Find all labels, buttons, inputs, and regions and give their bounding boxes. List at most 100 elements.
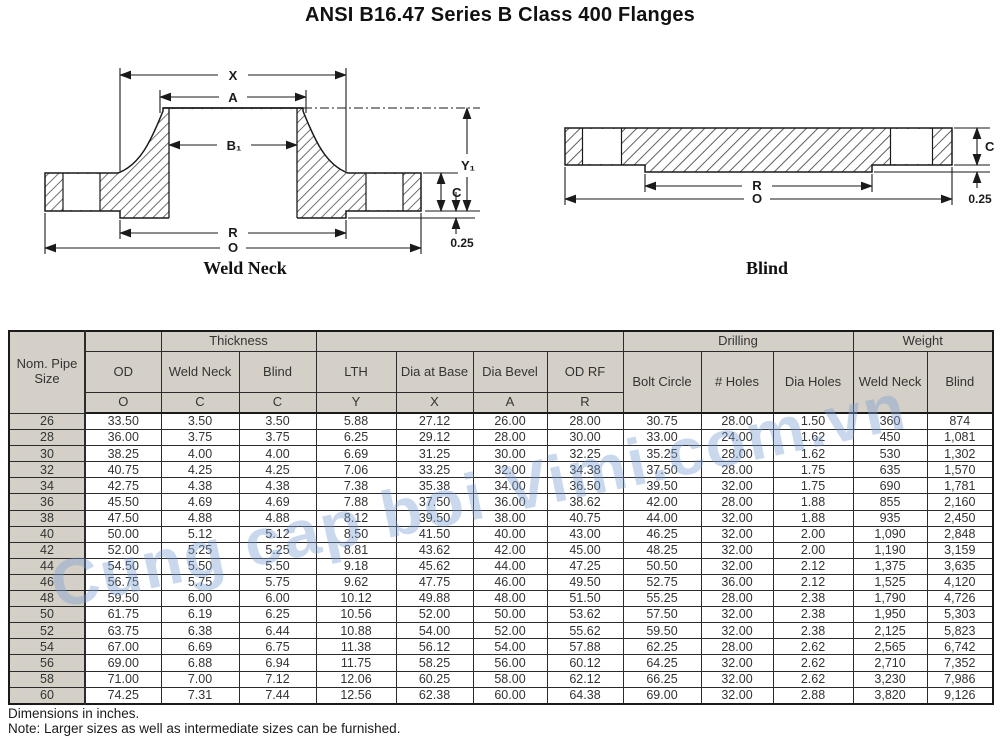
data-cell: 30.75 bbox=[622, 412, 702, 431]
data-cell: 54.50 bbox=[84, 557, 162, 575]
row-header-cell: 38 bbox=[8, 509, 86, 527]
data-cell: 5.50 bbox=[160, 557, 240, 575]
data-cell: 30.00 bbox=[546, 429, 624, 447]
data-cell: 33.00 bbox=[622, 429, 702, 447]
data-cell: 32.00 bbox=[700, 654, 774, 672]
data-cell: 46.00 bbox=[472, 573, 548, 592]
data-cell: 54.00 bbox=[395, 622, 474, 640]
data-cell: 57.88 bbox=[546, 638, 624, 656]
data-cell: 2,450 bbox=[926, 509, 994, 527]
data-cell: 37.50 bbox=[395, 493, 474, 511]
data-cell: 2.00 bbox=[772, 525, 854, 543]
data-cell: 4.25 bbox=[238, 461, 317, 479]
col-header-num-holes: # Holes bbox=[700, 351, 774, 414]
data-cell: 34.00 bbox=[472, 477, 548, 495]
data-cell: 28.00 bbox=[700, 445, 774, 463]
data-cell: 27.12 bbox=[395, 412, 474, 431]
data-cell: 39.50 bbox=[395, 509, 474, 527]
symbol-y: Y bbox=[315, 392, 397, 414]
data-cell: 33.50 bbox=[84, 412, 162, 431]
dim-label-y1: Y₁ bbox=[461, 158, 475, 173]
data-cell: 64.38 bbox=[546, 686, 624, 705]
data-cell: 2,848 bbox=[926, 525, 994, 543]
data-cell: 52.75 bbox=[622, 573, 702, 592]
data-cell: 5.88 bbox=[315, 412, 397, 431]
data-cell: 6.75 bbox=[238, 638, 317, 656]
data-cell: 48.00 bbox=[472, 590, 548, 608]
data-cell: 4.25 bbox=[160, 461, 240, 479]
data-cell: 4.69 bbox=[238, 493, 317, 511]
data-cell: 56.12 bbox=[395, 638, 474, 656]
data-cell: 5.25 bbox=[160, 541, 240, 559]
col-header-bolt-circle: Bolt Circle bbox=[622, 351, 702, 414]
footer-sizes-note: Note: Larger sizes as well as intermedia… bbox=[8, 721, 401, 736]
data-cell: 37.50 bbox=[622, 461, 702, 479]
data-cell: 3,635 bbox=[926, 557, 994, 575]
data-cell: 38.00 bbox=[472, 509, 548, 527]
data-cell: 32.25 bbox=[546, 445, 624, 463]
row-header-cell: 54 bbox=[8, 638, 86, 656]
data-cell: 5,823 bbox=[926, 622, 994, 640]
col-header-lth: LTH bbox=[315, 351, 397, 393]
row-header-cell: 48 bbox=[8, 590, 86, 608]
data-cell: 6.69 bbox=[315, 445, 397, 463]
col-header-dia-holes: Dia Holes bbox=[772, 351, 854, 414]
data-cell: 60.00 bbox=[472, 686, 548, 705]
data-cell: 2.38 bbox=[772, 606, 854, 624]
data-cell: 32.00 bbox=[700, 686, 774, 705]
dim-label-b1: B₁ bbox=[227, 138, 242, 153]
dim-label-r: R bbox=[228, 225, 238, 240]
data-cell: 32.00 bbox=[700, 477, 774, 495]
data-cell: 1.88 bbox=[772, 493, 854, 511]
data-cell: 74.25 bbox=[84, 686, 162, 705]
data-cell: 45.62 bbox=[395, 557, 474, 575]
data-cell: 50.00 bbox=[84, 525, 162, 543]
data-cell: 62.25 bbox=[622, 638, 702, 656]
data-cell: 5.50 bbox=[238, 557, 317, 575]
dim-label-lip: 0.25 bbox=[450, 236, 474, 250]
data-cell: 7.06 bbox=[315, 461, 397, 479]
data-cell: 40.00 bbox=[472, 525, 548, 543]
data-cell: 6.44 bbox=[238, 622, 317, 640]
dim-label-a: A bbox=[228, 90, 238, 105]
col-header-blind-thk: Blind bbox=[238, 351, 317, 393]
data-cell: 6.19 bbox=[160, 606, 240, 624]
data-cell: 54.00 bbox=[472, 638, 548, 656]
data-cell: 3.75 bbox=[238, 429, 317, 447]
data-cell: 2.62 bbox=[772, 654, 854, 672]
row-header-cell: 56 bbox=[8, 654, 86, 672]
data-cell: 5.75 bbox=[238, 573, 317, 592]
data-cell: 49.50 bbox=[546, 573, 624, 592]
data-cell: 31.25 bbox=[395, 445, 474, 463]
data-cell: 56.00 bbox=[472, 654, 548, 672]
row-header-cell: 58 bbox=[8, 670, 86, 688]
data-cell: 57.50 bbox=[622, 606, 702, 624]
data-cell: 51.50 bbox=[546, 590, 624, 608]
data-cell: 6.00 bbox=[238, 590, 317, 608]
dim-label-o: O bbox=[228, 240, 238, 255]
row-header-cell: 42 bbox=[8, 541, 86, 559]
dim-label-c: C bbox=[985, 139, 995, 154]
data-cell: 450 bbox=[852, 429, 928, 447]
symbol-o: O bbox=[84, 392, 162, 414]
data-cell: 32.00 bbox=[700, 509, 774, 527]
data-cell: 4,726 bbox=[926, 590, 994, 608]
data-cell: 5.12 bbox=[238, 525, 317, 543]
data-cell: 11.38 bbox=[315, 638, 397, 656]
data-cell: 1,190 bbox=[852, 541, 928, 559]
data-cell: 8.50 bbox=[315, 525, 397, 543]
data-cell: 4.88 bbox=[160, 509, 240, 527]
data-cell: 28.00 bbox=[700, 461, 774, 479]
data-cell: 36.00 bbox=[84, 429, 162, 447]
row-header-cell: 60 bbox=[8, 686, 86, 705]
data-cell: 1.62 bbox=[772, 429, 854, 447]
row-header-cell: 52 bbox=[8, 622, 86, 640]
